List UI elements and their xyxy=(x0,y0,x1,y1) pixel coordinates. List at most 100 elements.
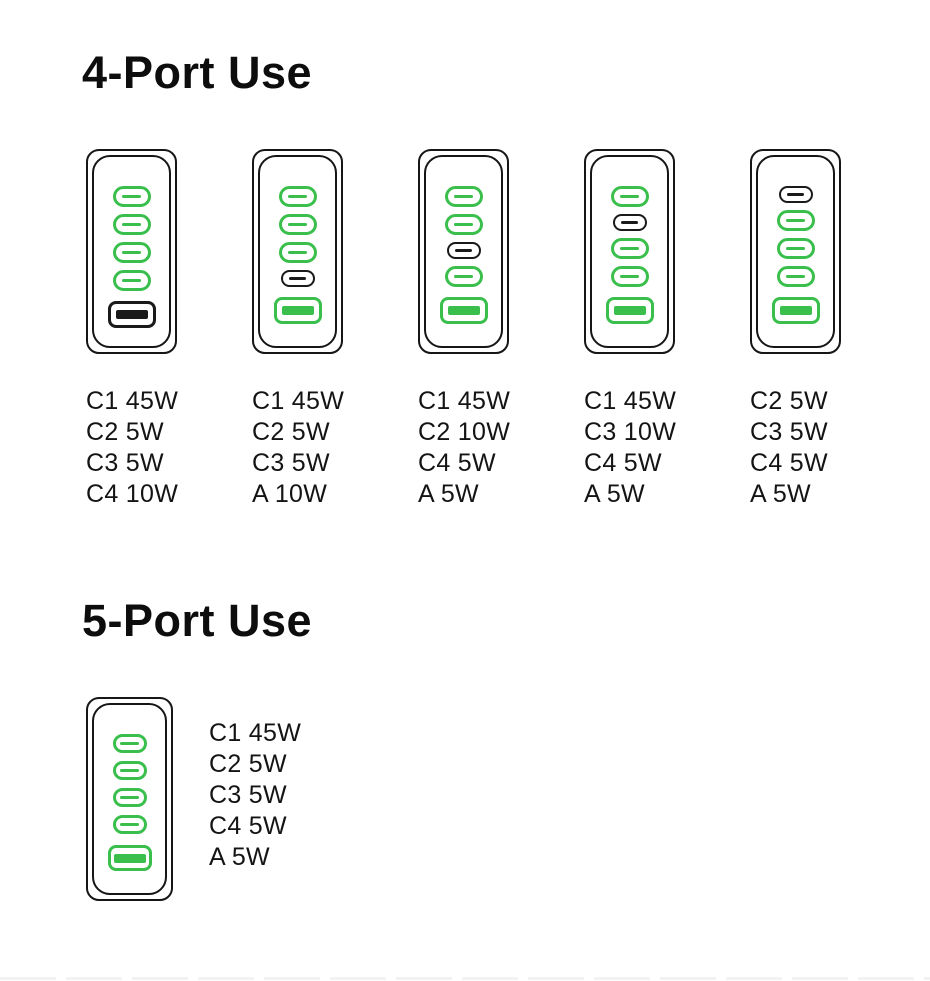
usb-a-port-icon xyxy=(605,297,654,324)
usb-c-port-3-icon xyxy=(446,242,481,259)
power-label: C4 10W xyxy=(86,480,179,508)
usb-c-port-3-icon xyxy=(112,788,147,807)
charger-unit: C1 45W C2 5W C3 5W C4 5W A 5W xyxy=(86,697,301,901)
usb-c-port-3-icon xyxy=(112,242,151,263)
power-label: C3 5W xyxy=(86,449,164,477)
usb-c-slot xyxy=(120,742,139,745)
usb-c-slot xyxy=(122,251,141,254)
power-label: A 5W xyxy=(584,480,645,508)
power-label: C2 10W xyxy=(418,418,511,446)
usb-c-slot xyxy=(454,223,473,226)
power-label: C3 5W xyxy=(750,418,828,446)
power-label: A 5W xyxy=(418,480,479,508)
usb-c-port-2-icon xyxy=(112,214,151,235)
charger-face xyxy=(590,155,669,348)
charger-row-4-port: C1 45W C2 5W C3 5W C4 10W C1 45W C2 5W C3 5W A … xyxy=(0,149,930,510)
usb-c-port-3-icon xyxy=(610,238,649,259)
usb-a-port-icon xyxy=(107,301,156,328)
section-5-port-use: 5-Port Use C1 45W C2 5W C3 5W C4 5W A 5W xyxy=(0,510,930,901)
power-label: C1 45W xyxy=(209,719,302,747)
power-label: C1 45W xyxy=(252,387,345,415)
power-label: C4 5W xyxy=(584,449,662,477)
usb-c-slot xyxy=(288,195,307,198)
usb-c-slot xyxy=(786,219,805,222)
usb-c-port-4-icon xyxy=(112,815,147,834)
charger-body xyxy=(584,149,675,354)
usb-a-slot xyxy=(113,853,146,863)
usb-a-slot xyxy=(281,306,314,315)
power-label: A 10W xyxy=(252,480,328,508)
bottom-dashed-divider xyxy=(0,977,930,980)
charger-face xyxy=(92,155,171,348)
usb-c-port-2-icon xyxy=(612,214,647,231)
usb-c-slot xyxy=(122,279,141,282)
usb-c-slot xyxy=(288,251,307,254)
power-label: A 5W xyxy=(750,480,811,508)
usb-a-port-icon xyxy=(107,845,152,871)
charger-unit: C1 45W C2 5W C3 5W A 10W xyxy=(252,149,418,510)
power-label: C4 5W xyxy=(750,449,828,477)
usb-c-slot xyxy=(120,769,139,772)
usb-c-port-2-icon xyxy=(278,214,317,235)
usb-c-port-2-icon xyxy=(776,210,815,231)
usb-c-port-1-icon xyxy=(444,186,483,207)
power-labels: C1 45W C2 10W C4 5W A 5W xyxy=(418,386,584,510)
usb-c-port-1-icon xyxy=(112,734,147,753)
power-labels: C2 5W C3 5W C4 5W A 5W xyxy=(750,386,916,510)
power-label: C1 45W xyxy=(418,387,511,415)
power-label: C2 5W xyxy=(209,750,287,778)
charger-unit: C1 45W C2 5W C3 5W C4 10W xyxy=(86,149,252,510)
power-label: C3 5W xyxy=(209,781,287,809)
usb-c-port-3-icon xyxy=(776,238,815,259)
charger-row-5-port: C1 45W C2 5W C3 5W C4 5W A 5W xyxy=(0,697,930,901)
section-title-4-port: 4-Port Use xyxy=(82,47,313,98)
section-title-5-port: 5-Port Use xyxy=(82,595,313,646)
charger-face xyxy=(756,155,835,348)
usb-c-port-1-icon xyxy=(112,186,151,207)
usb-c-slot xyxy=(786,247,805,250)
usb-c-slot xyxy=(288,223,307,226)
power-label: A 5W xyxy=(209,843,270,871)
usb-a-port-icon xyxy=(273,297,322,324)
power-label: C1 45W xyxy=(584,387,677,415)
power-label: C4 5W xyxy=(418,449,496,477)
usb-c-slot xyxy=(122,195,141,198)
usb-c-slot xyxy=(787,193,804,196)
power-label: C2 5W xyxy=(252,418,330,446)
usb-c-port-4-icon xyxy=(444,266,483,287)
power-label: C2 5W xyxy=(86,418,164,446)
usb-a-port-icon xyxy=(771,297,820,324)
usb-c-port-2-icon xyxy=(112,761,147,780)
usb-a-slot xyxy=(613,306,646,315)
usb-c-slot xyxy=(289,277,306,280)
usb-c-port-4-icon xyxy=(280,270,315,287)
charger-body xyxy=(86,697,173,901)
usb-a-slot xyxy=(115,310,148,319)
charger-face xyxy=(424,155,503,348)
usb-c-slot xyxy=(120,796,139,799)
charger-body xyxy=(418,149,509,354)
power-labels: C1 45W C2 5W C3 5W C4 10W xyxy=(86,386,252,510)
charger-unit: C2 5W C3 5W C4 5W A 5W xyxy=(750,149,916,510)
usb-c-port-1-icon xyxy=(610,186,649,207)
usb-c-slot xyxy=(120,823,139,826)
usb-c-port-4-icon xyxy=(776,266,815,287)
power-label: C4 5W xyxy=(209,812,287,840)
charger-body xyxy=(86,149,177,354)
charger-body xyxy=(252,149,343,354)
usb-c-slot xyxy=(620,247,639,250)
charger-face xyxy=(258,155,337,348)
usb-c-slot xyxy=(454,195,473,198)
usb-c-port-1-icon xyxy=(278,186,317,207)
power-label: C2 5W xyxy=(750,387,828,415)
usb-c-port-4-icon xyxy=(610,266,649,287)
power-label: C1 45W xyxy=(86,387,179,415)
usb-c-slot xyxy=(454,275,473,278)
usb-a-slot xyxy=(779,306,812,315)
power-label: C3 5W xyxy=(252,449,330,477)
usb-c-slot xyxy=(455,249,472,252)
